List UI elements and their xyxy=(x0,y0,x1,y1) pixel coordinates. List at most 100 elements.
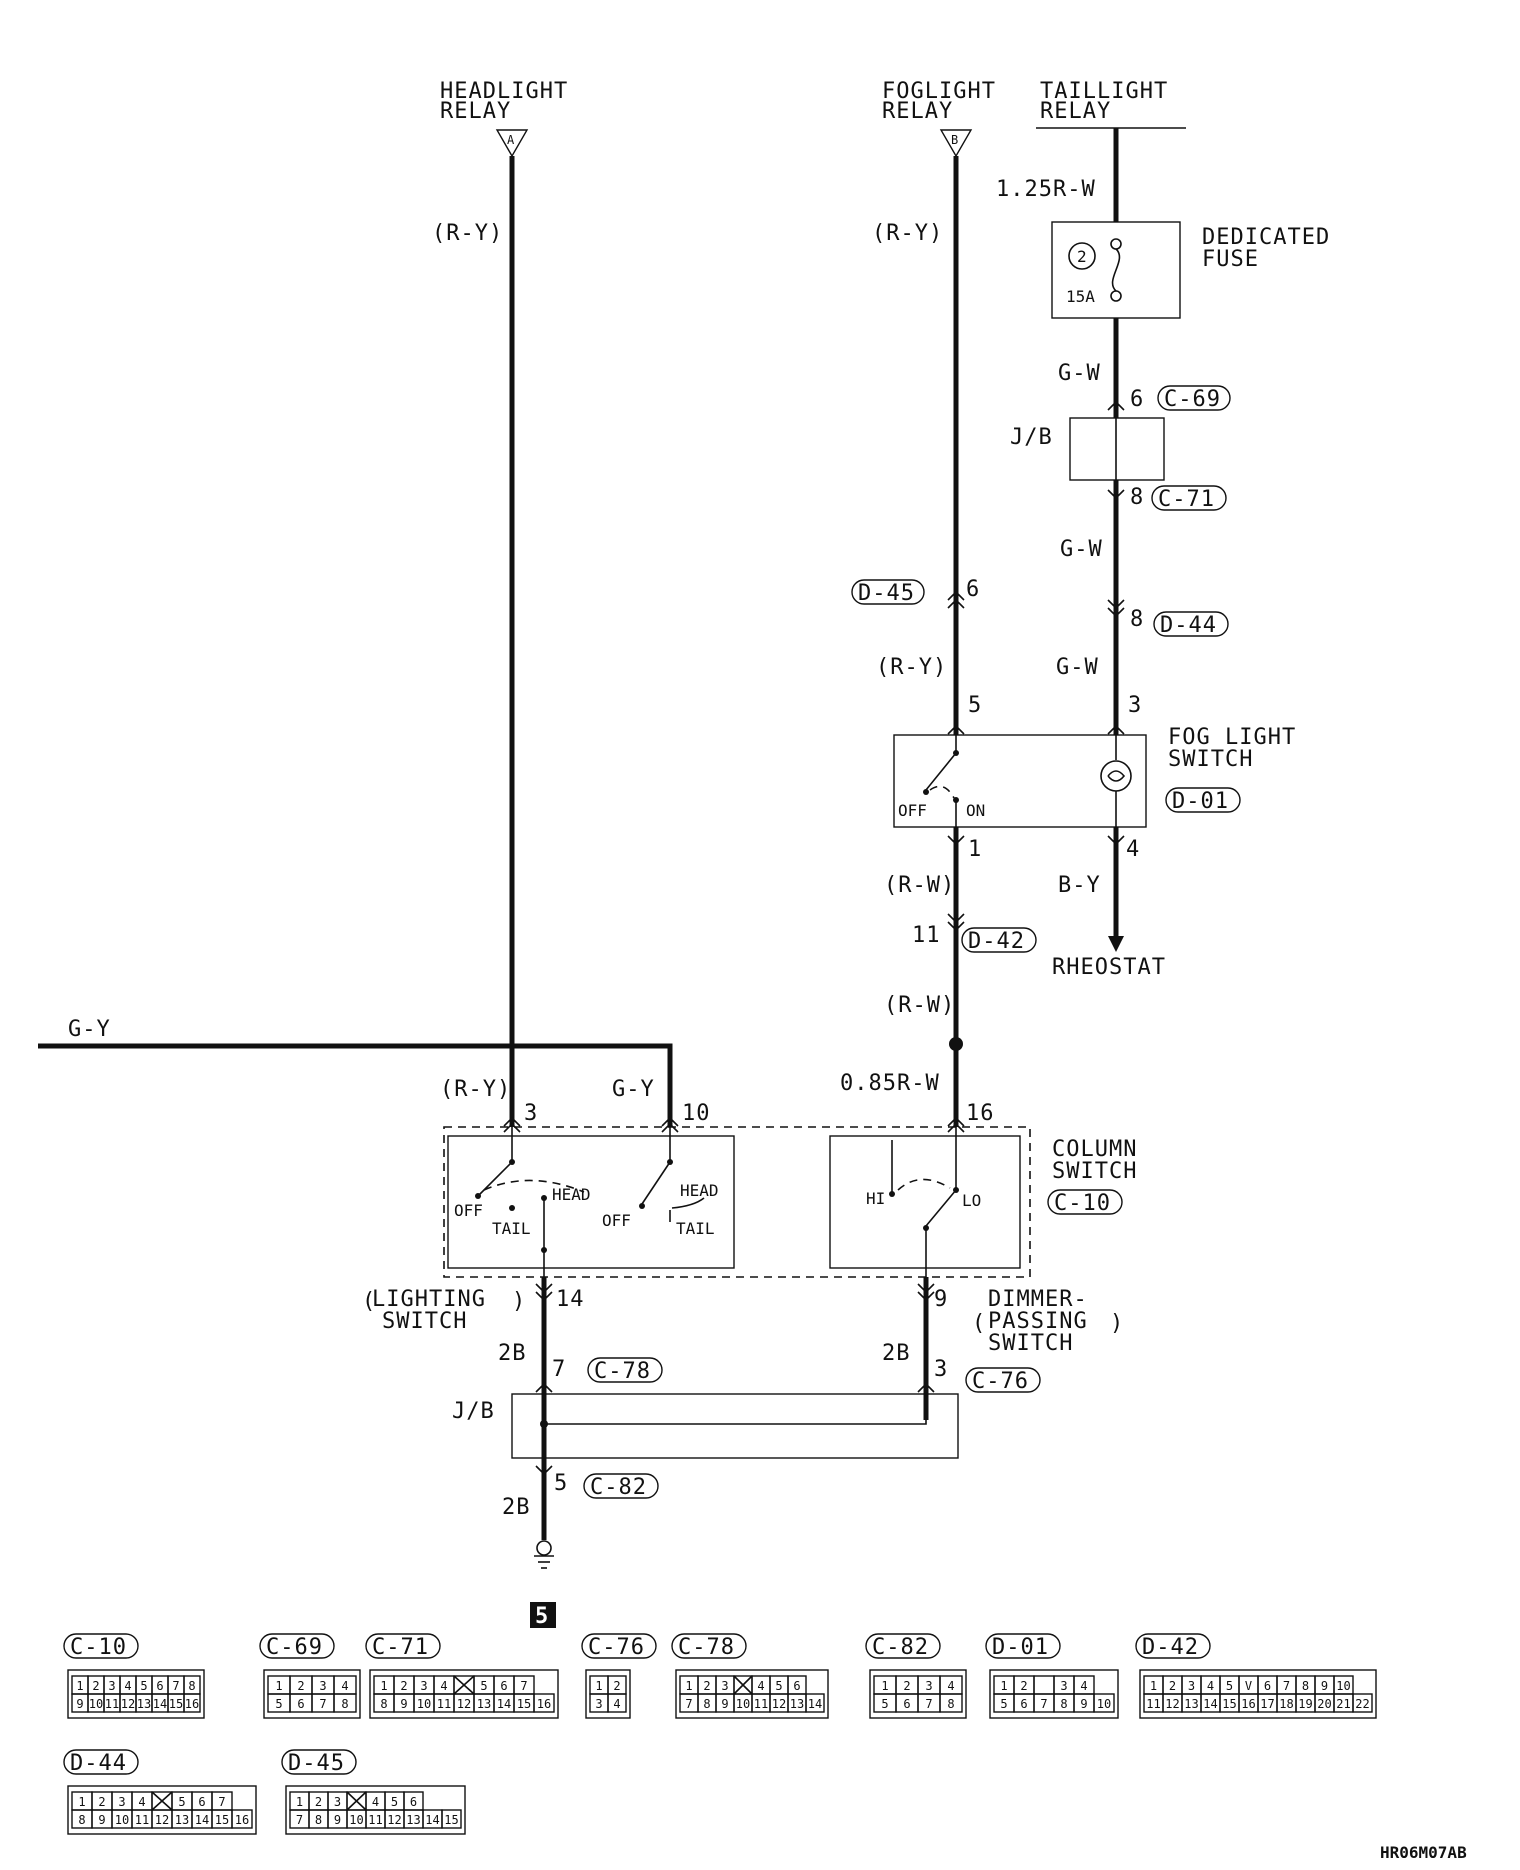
connector-pin-number: 7 xyxy=(925,1697,932,1711)
pin-label-16: 16 xyxy=(966,1101,995,1126)
connector-pin-number: 8 xyxy=(188,1679,195,1693)
connector-label-c78: C-78 xyxy=(594,1359,651,1384)
connector-tag-c82 xyxy=(583,1473,659,1499)
connector-tag-d01 xyxy=(1165,787,1241,813)
fog-switch-label-1: FOG LIGHT xyxy=(1168,725,1296,750)
connector-pin-number: 2 xyxy=(400,1679,407,1693)
connector-face-name: D-42 xyxy=(1142,1635,1199,1660)
lamp-filament-icon xyxy=(1107,770,1126,782)
ls-tail1-label: TAIL xyxy=(492,1219,531,1238)
connector-label-d01: D-01 xyxy=(1172,789,1229,814)
column-switch: OFF TAIL HEAD OFF HEAD TAIL HI LO COLUMN… xyxy=(443,1126,1136,1278)
connector-pin-number: 1 xyxy=(275,1679,282,1693)
foglight-relay-source: FOGLIGHT RELAY B xyxy=(882,79,995,158)
connector-pin-number: 8 xyxy=(315,1813,322,1827)
jb-lower-internal xyxy=(544,1394,927,1425)
connector-label-d45: D-45 xyxy=(858,581,915,606)
connector-face-name: C-78 xyxy=(678,1635,735,1660)
connector-pin-number: 11 xyxy=(368,1813,382,1827)
connector-blank-cross xyxy=(151,1791,173,1811)
connector-pin-cell xyxy=(231,1809,253,1829)
connector-pin-number: 2 xyxy=(703,1679,710,1693)
connector-pin-number: 1 xyxy=(881,1679,888,1693)
connector-pin-number: 7 xyxy=(1040,1697,1047,1711)
connector-face-name: C-76 xyxy=(588,1635,645,1660)
fuse-number-circle xyxy=(1068,242,1096,270)
connector-pin-number: 13 xyxy=(406,1813,420,1827)
connector-pin-number: 8 xyxy=(703,1697,710,1711)
connector-tag-d42 xyxy=(961,927,1037,953)
connector-face-tag xyxy=(281,1749,357,1775)
pin-label-4: 4 xyxy=(1126,837,1140,862)
connector-tag-c78 xyxy=(587,1357,663,1383)
connector-pin-number: 12 xyxy=(772,1697,786,1711)
connector-pin-number: 19 xyxy=(1298,1697,1312,1711)
connector-pin-number: 13 xyxy=(790,1697,804,1711)
connector-symbol-d44 xyxy=(1107,599,1125,618)
connector-pin-number: 6 xyxy=(156,1679,163,1693)
connector-pin-number: 4 xyxy=(1080,1679,1087,1693)
pin-label-3-c76: 3 xyxy=(934,1357,948,1382)
fog-switch-on-label: ON xyxy=(966,801,985,820)
pin-label-6-d45: 6 xyxy=(966,577,980,602)
wire-label-rw-1: (R-W) xyxy=(884,873,955,898)
connector-face-frame xyxy=(1139,1669,1377,1719)
ls-tail2-label: TAIL xyxy=(676,1219,715,1238)
pin-label-3: 3 xyxy=(1128,693,1142,718)
ls-lever-2 xyxy=(641,1161,671,1205)
connector-face-frame xyxy=(989,1669,1119,1719)
connector-pin-number: 11 xyxy=(437,1697,451,1711)
connector-pin-number: 10 xyxy=(349,1813,363,1827)
connector-pin-number: 1 xyxy=(1000,1679,1007,1693)
ls-head2-label: HEAD xyxy=(680,1181,719,1200)
connector-face-name: D-45 xyxy=(288,1751,345,1776)
ls-contact-tail1 xyxy=(509,1205,515,1211)
pin-label-6-c69: 6 xyxy=(1130,387,1144,412)
ls-head1-label: HEAD xyxy=(552,1185,591,1204)
connector-pin-number: 6 xyxy=(1020,1697,1027,1711)
connector-pin-number: 3 xyxy=(334,1795,341,1809)
connector-pin-number: 15 xyxy=(1222,1697,1236,1711)
pin-arrow-4 xyxy=(1107,835,1125,846)
wire-label-gy-left: G-Y xyxy=(68,1017,111,1042)
connector-pin-number: 2 xyxy=(1020,1679,1027,1693)
wire-label-gw-3: G-W xyxy=(1056,655,1099,680)
connector-label-c71: C-71 xyxy=(1158,487,1215,512)
connector-label-c69: C-69 xyxy=(1164,387,1221,412)
document-code: HR06M07AB xyxy=(1380,1843,1467,1862)
connector-pin-number: 10 xyxy=(736,1697,750,1711)
taillight-relay-label-1: TAILLIGHT xyxy=(1040,79,1168,104)
connector-pin-cell xyxy=(441,1809,462,1829)
marker-a-label: A xyxy=(507,133,515,147)
pin-arrow-3-col xyxy=(503,1116,521,1133)
fog-switch-contact-off xyxy=(923,789,929,795)
connector-pin-number: 9 xyxy=(98,1813,105,1827)
connector-face-frame xyxy=(263,1669,361,1719)
connector-pin-number: 18 xyxy=(1279,1697,1293,1711)
connector-pin-number: 9 xyxy=(400,1697,407,1711)
connector-pin-number: 2 xyxy=(903,1679,910,1693)
pin-label-1: 1 xyxy=(968,837,982,862)
connector-pin-cell xyxy=(607,1693,627,1713)
connector-pin-number: 6 xyxy=(903,1697,910,1711)
pin-arrow-3 xyxy=(1107,724,1125,735)
connector-pin-number: 4 xyxy=(757,1679,764,1693)
connector-pin-number: 8 xyxy=(1302,1679,1309,1693)
connector-pin-cell xyxy=(1033,1675,1055,1695)
ls-contact-off1 xyxy=(475,1193,481,1199)
pin-arrow-7 xyxy=(535,1382,553,1393)
connector-face-frame xyxy=(67,1669,205,1719)
connector-face-frame xyxy=(585,1669,631,1719)
connector-pin-cell xyxy=(1352,1693,1373,1713)
connector-pin-number: 9 xyxy=(1080,1697,1087,1711)
connector-pin-number: 12 xyxy=(121,1697,135,1711)
pin-arrow-3-c76 xyxy=(917,1382,935,1393)
connector-pin-number: 5 xyxy=(881,1697,888,1711)
connector-pin-number: 3 xyxy=(1188,1679,1195,1693)
connector-face-tag xyxy=(365,1633,441,1659)
dedicated-fuse: 2 15A DEDICATED FUSE xyxy=(1051,221,1329,319)
connector-pin-number: 20 xyxy=(1317,1697,1331,1711)
